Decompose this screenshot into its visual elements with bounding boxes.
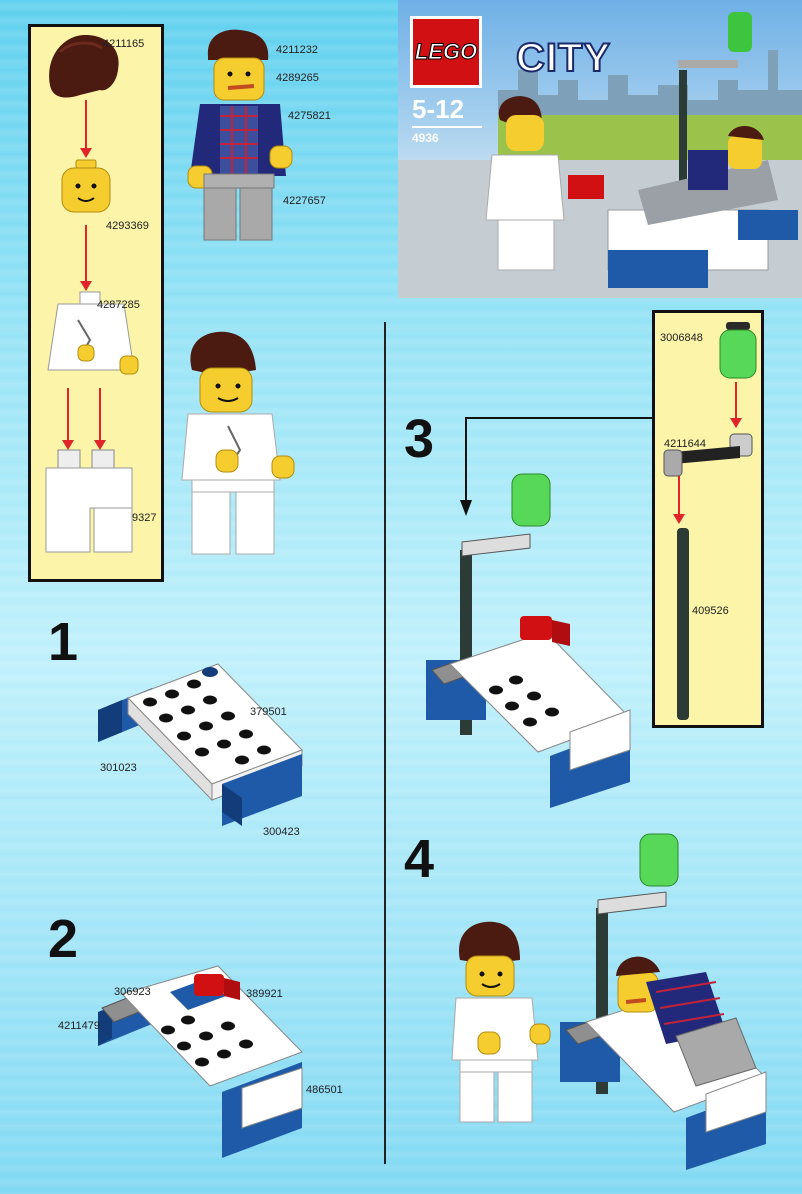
age-range: 5-12: [412, 94, 465, 124]
pole-part: [677, 528, 689, 720]
step1-bed-model: [98, 663, 303, 826]
column-divider: [384, 322, 386, 1164]
part-number-torso: 4287285: [97, 299, 140, 311]
step-number-1: 1: [48, 612, 79, 672]
arrow-down-icon: [80, 225, 92, 291]
city-logo: CITY: [515, 35, 612, 81]
cover-scene: [485, 12, 798, 288]
step3-parts-callout: [652, 310, 764, 728]
lego-logo-text: LEGO: [414, 39, 478, 65]
part-number-4211479: 4211479: [58, 1020, 101, 1032]
arrow-down-icon: [80, 100, 92, 158]
doctor-minifigure: [181, 331, 295, 555]
part-number-409526: 409526: [692, 605, 729, 617]
callout-arrow-icon: [460, 417, 654, 516]
arrow-down-icon: [94, 388, 106, 450]
step3-bed-model: [426, 473, 631, 808]
lego-logo: LEGO: [410, 16, 482, 88]
head-part: [61, 159, 111, 213]
green-light-part: [719, 322, 757, 379]
part-number-male-torso: 4275821: [288, 110, 331, 122]
part-number-301023: 301023: [100, 762, 137, 774]
age-underline: [412, 126, 482, 128]
arrow-down-icon: [62, 388, 74, 450]
city-skyline: [498, 50, 802, 120]
part-number-300423: 300423: [263, 826, 300, 838]
male-minifigure: [187, 29, 293, 241]
arrow-down-icon: [730, 382, 742, 428]
part-number-head: 4293369: [106, 220, 149, 232]
part-number-male-head: 4289265: [276, 72, 319, 84]
part-number-legs: 9327: [132, 512, 157, 524]
step-number-3: 3: [404, 409, 435, 469]
step-number-4: 4: [404, 829, 435, 889]
part-number-male-legs: 4227657: [283, 195, 326, 207]
female-hair-part: [49, 35, 119, 98]
part-number-male-hair: 4211232: [276, 44, 319, 56]
step4-bed-with-patient: [560, 833, 767, 1170]
box-cover-image: LEGO CITY 5-12 4936: [398, 0, 802, 298]
part-number-486501: 486501: [306, 1084, 343, 1096]
step-number-2: 2: [48, 909, 79, 969]
lamp-arm-part: [663, 433, 753, 477]
part-number-4211644: 4211644: [664, 438, 707, 450]
part-number-389921: 389921: [246, 988, 283, 1000]
step2-bed-model: [98, 965, 303, 1158]
white-legs-part: [45, 449, 133, 553]
part-number-hair: 4211165: [103, 38, 145, 50]
doctor-torso-part: [47, 291, 139, 375]
part-number-379501: 379501: [250, 706, 287, 718]
set-number: 4936: [412, 131, 439, 145]
part-number-306923: 306923: [114, 986, 151, 998]
arrow-down-icon: [673, 476, 685, 524]
step4-doctor-figure: [451, 921, 551, 1123]
part-number-3006848: 3006848: [660, 332, 703, 344]
